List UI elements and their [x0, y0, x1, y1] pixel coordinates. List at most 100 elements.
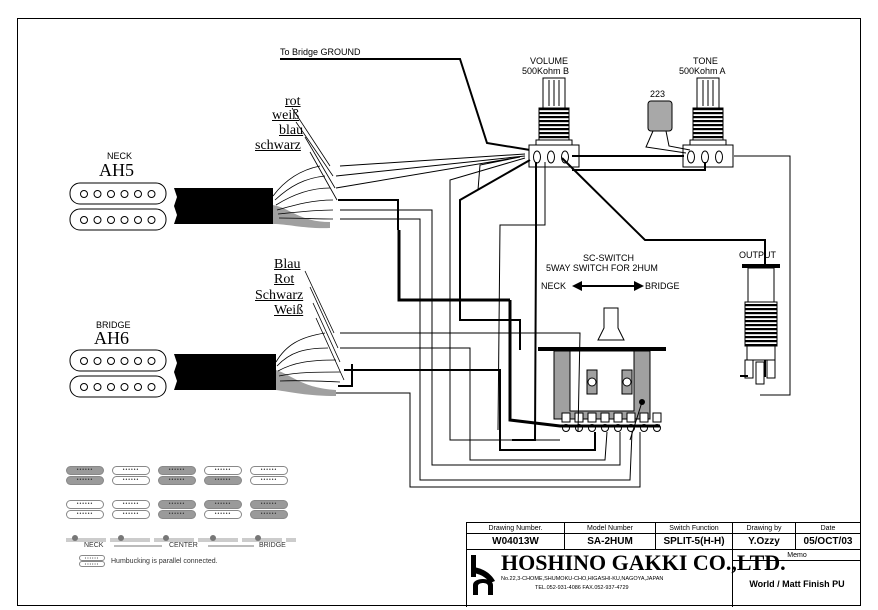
legend-arrows — [114, 545, 254, 547]
pole-piece — [93, 357, 102, 365]
pole-piece — [80, 190, 88, 198]
tone-value: 500Kohm A — [679, 66, 726, 76]
pole-piece — [107, 383, 115, 391]
legend-bridge-label: BRIDGE — [259, 542, 286, 549]
pole-piece — [147, 383, 156, 391]
legend-neck-coil: •••••• — [204, 476, 242, 485]
company-address: No.22,3-CHOME,SHUMOKU-CHO,HIGASHI-KU,NAG… — [501, 576, 664, 582]
switch-lug — [639, 412, 649, 423]
legend-center-label: CENTER — [169, 542, 198, 549]
bridge-wire-label-1: Blau — [274, 257, 301, 272]
bridge-model-label: AH6 — [94, 328, 129, 348]
model-number-header: Model Number — [565, 523, 656, 534]
output-label: OUTPUT — [739, 250, 776, 260]
memo-divider — [732, 550, 733, 607]
tone-title: TONE — [693, 56, 718, 66]
memo-header: Memo — [733, 550, 861, 561]
company-tel: TEL.052-931-4086 FAX.052-937-4729 — [535, 585, 629, 591]
switch-function-header: Switch Function — [656, 523, 733, 534]
legend-bridge-coil: •••••• — [250, 510, 288, 519]
memo-value: World / Matt Finish PU — [749, 579, 845, 589]
neck-position-label: NECK — [107, 151, 133, 161]
switch-lug — [600, 412, 610, 423]
legend-neck-coil: •••••• — [204, 466, 242, 475]
pole-piece — [93, 190, 102, 198]
legend-neck-coil: •••••• — [250, 476, 288, 485]
neck-wire-label-3: blau — [279, 123, 304, 138]
legend-bridge-coil: •••••• — [112, 510, 150, 519]
pole-piece — [147, 216, 156, 224]
company-name: HOSHINO GAKKI CO.,LTD. — [501, 550, 786, 575]
ground-wire — [280, 58, 531, 151]
legend-neck-coil: •••••• — [112, 476, 150, 485]
pole-piece — [120, 357, 129, 365]
switch-subtitle: 5WAY SWITCH FOR 2HUM — [546, 263, 658, 273]
switch-title: SC-SWITCH — [583, 253, 634, 263]
drawing-by-value: Y.Ozzy — [733, 534, 796, 550]
switch-lug — [652, 412, 662, 423]
legend-neck-label: NECK — [84, 542, 104, 549]
date-value: 05/OCT/03 — [796, 534, 861, 550]
legend-neck-coil: •••••• — [66, 476, 104, 485]
bridge-wire-label-3: Schwarz — [255, 288, 304, 303]
pole-piece — [93, 383, 102, 391]
legend-neck-coil: •••••• — [250, 466, 288, 475]
pole-piece — [80, 357, 88, 365]
switch-function-value: SPLIT-5(H-H) — [656, 534, 733, 550]
pole-piece — [134, 357, 142, 365]
pole-piece — [120, 383, 129, 391]
volume-pot — [528, 77, 580, 168]
tone-pot — [682, 77, 734, 168]
pole-piece — [120, 190, 129, 198]
legend-bridge-coil: •••••• — [66, 500, 104, 509]
harness-wires — [335, 153, 660, 488]
legend-neck-coil: •••••• — [158, 476, 196, 485]
legend-neck-coil: •••••• — [66, 466, 104, 475]
switch-lug — [561, 412, 571, 423]
five-way-switch — [538, 281, 666, 441]
switch-bridge-label: BRIDGE — [645, 281, 680, 291]
legend-bridge-coil: •••••• — [204, 500, 242, 509]
legend-neck-coil: •••••• — [112, 466, 150, 475]
pole-piece — [134, 383, 142, 391]
legend-bridge-coil: •••••• — [204, 510, 242, 519]
bridge-cable — [174, 270, 345, 396]
legend-neck-coil: •••••• — [158, 466, 196, 475]
drawing-frame — [17, 18, 861, 606]
pole-piece — [147, 357, 156, 365]
volume-title: VOLUME — [530, 56, 569, 66]
date-header: Date — [796, 523, 861, 534]
switch-lug — [587, 412, 597, 423]
bridge-wire-label-2: Rot — [274, 272, 295, 287]
legend-bridge-coil: •••••• — [112, 500, 150, 509]
switch-lug — [613, 412, 623, 423]
neck-model-label: AH5 — [99, 160, 134, 180]
switch-position-legend: ••••••••••••••••••••••••••••••••••••••••… — [66, 466, 296, 576]
pole-piece — [120, 216, 129, 224]
capacitor — [645, 100, 691, 154]
capacitor-value: 223 — [650, 89, 666, 99]
drawing-number-value: W04013W — [467, 534, 565, 550]
pole-piece — [80, 216, 88, 224]
neck-wire-label-1: rot — [285, 94, 301, 109]
pole-piece — [107, 190, 115, 198]
pole-piece — [107, 216, 115, 224]
legend-bridge-coil: •••••• — [250, 500, 288, 509]
pole-piece — [93, 216, 102, 224]
drawing-by-header: Drawing by — [733, 523, 796, 534]
legend-note-icon-b: •••••• — [79, 561, 105, 567]
pole-piece — [134, 216, 142, 224]
bridge-position-label: BRIDGE — [96, 320, 131, 330]
bridge-wire-label-4: Weiß — [274, 303, 304, 318]
legend-bridge-coil: •••••• — [158, 510, 196, 519]
switch-lug — [574, 412, 584, 423]
neck-cable — [174, 107, 338, 229]
company-logo-icon — [471, 555, 495, 595]
legend-bridge-coil: •••••• — [158, 500, 196, 509]
legend-note-icon-a: •••••• — [79, 555, 105, 561]
volume-value: 500Kohm B — [522, 66, 570, 76]
model-number-value: SA-2HUM — [565, 534, 656, 550]
bridge-pickup — [69, 349, 167, 398]
pole-piece — [134, 190, 142, 198]
